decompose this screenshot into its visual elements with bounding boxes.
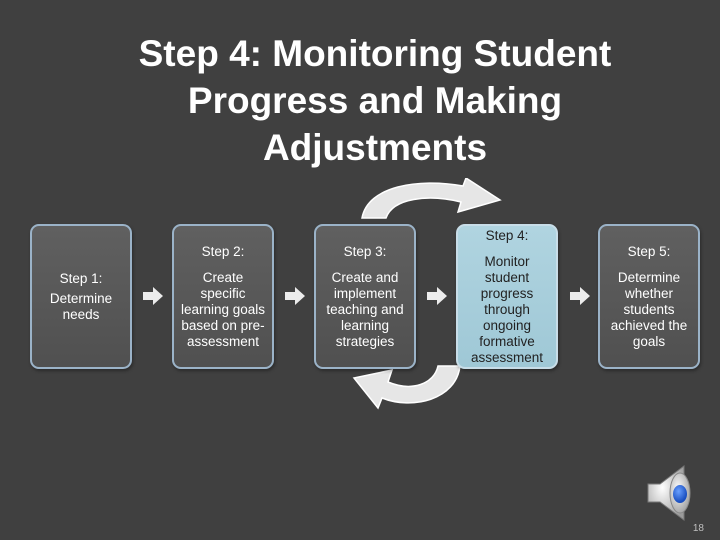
step-3-label: Step 3:: [343, 243, 387, 259]
title-line-2: Progress and Making: [187, 80, 563, 121]
step-1-text: Determine needs: [49, 290, 113, 322]
right-arrow-icon: [570, 287, 590, 305]
step-3-text: Create and implement teaching and learni…: [326, 269, 404, 349]
step-1-box: Step 1: Determine needs: [30, 224, 132, 369]
step-2-box: Step 2: Create specific learning goals b…: [172, 224, 274, 369]
step-1-label: Step 1:: [59, 270, 103, 286]
cycle-top-arrow-icon: [361, 178, 502, 219]
slide-number: 18: [692, 523, 704, 534]
step-4-text: Monitor student progress through ongoing…: [470, 253, 544, 365]
step-5-label: Step 5:: [627, 243, 671, 259]
slide-title: Step 4: Monitoring Student Progress and …: [60, 30, 690, 171]
title-line-3: Adjustments: [262, 127, 488, 168]
step-3-box: Step 3: Create and implement teaching an…: [314, 224, 416, 369]
speaker-icon[interactable]: [644, 462, 706, 524]
step-4-box: Step 4: Monitor student progress through…: [456, 224, 558, 369]
step-5-box: Step 5: Determine whether students achie…: [598, 224, 700, 369]
right-arrow-icon: [285, 287, 305, 305]
right-arrow-icon: [143, 287, 163, 305]
right-arrow-icon: [427, 287, 447, 305]
cycle-bottom-arrow-icon: [352, 365, 461, 410]
step-5-text: Determine whether students achieved the …: [610, 269, 688, 349]
step-4-label: Step 4:: [485, 227, 529, 243]
step-2-text: Create specific learning goals based on …: [180, 269, 266, 349]
step-2-label: Step 2:: [201, 243, 245, 259]
title-line-1: Step 4: Monitoring Student: [138, 33, 612, 74]
